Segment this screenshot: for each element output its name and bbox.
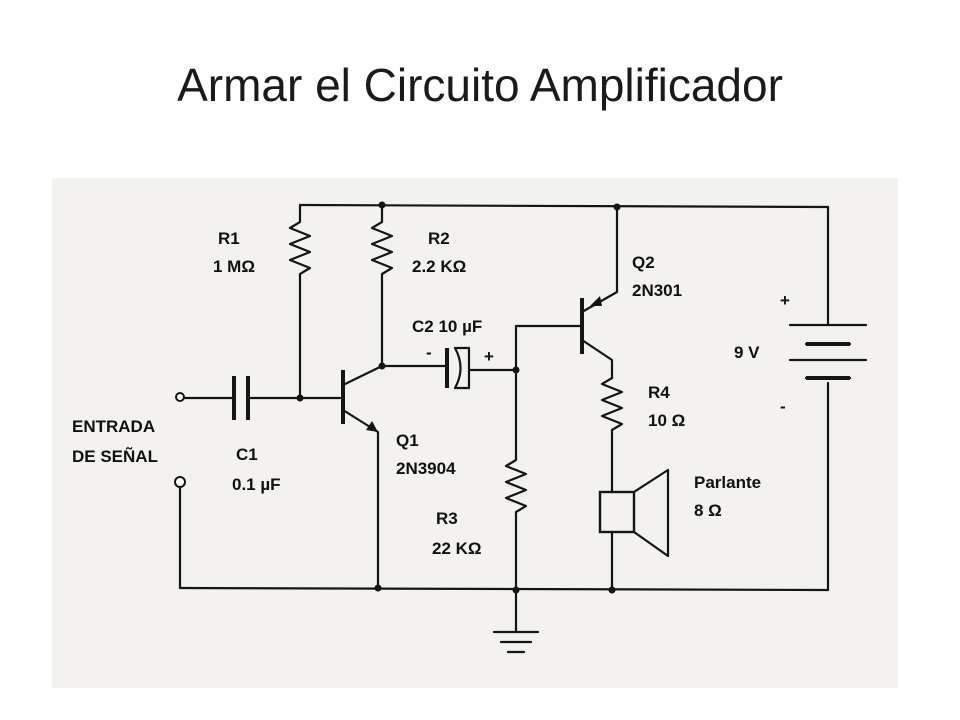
q1-collector-lead (341, 364, 384, 387)
q1-emitter-lead (341, 408, 380, 590)
r2-value: 2.2 KΩ (412, 257, 466, 276)
r4-resistor (600, 376, 624, 494)
r1-value: 1 MΩ (213, 257, 255, 276)
q2-part: 2N301 (632, 281, 682, 300)
r3-resistor (504, 338, 528, 592)
input-terminal-top (175, 392, 185, 402)
r4-label: R4 (648, 383, 670, 402)
speaker-value: 8 Ω (694, 501, 722, 520)
r3-value: 22 KΩ (432, 539, 482, 558)
r1-label: R1 (218, 229, 240, 248)
battery-icon (788, 323, 868, 380)
junction-q2-top (613, 203, 621, 211)
junction-q1-emitter-ground (374, 584, 382, 592)
q2-emitter-arrow (590, 296, 602, 306)
q1-label: Q1 (396, 431, 419, 450)
input-terminal-bottom (174, 476, 186, 488)
battery-cells (806, 342, 850, 380)
c1-capacitor (232, 376, 250, 420)
q2-emitter-lead (580, 205, 619, 314)
r2-resistor (370, 203, 394, 370)
battery-value: 9 V (734, 343, 760, 362)
circuit-scan-background (52, 178, 898, 688)
c2-plus-label: + (484, 347, 494, 366)
c2-minus-label: - (426, 343, 432, 362)
battery-plus-label: + (780, 291, 790, 310)
input-label-line1: ENTRADA (72, 417, 155, 436)
top-rail-wire (298, 203, 830, 209)
q2-label: Q2 (632, 253, 655, 272)
q1-emitter-arrow (366, 421, 378, 432)
q1-part: 2N3904 (396, 459, 456, 478)
ground-symbol (492, 588, 540, 654)
slide-title: Armar el Circuito Amplificador (177, 59, 783, 111)
r2-label: R2 (428, 229, 450, 248)
r3-label: R3 (436, 509, 458, 528)
c2-curved-plate (453, 346, 471, 390)
r4-value: 10 Ω (648, 411, 685, 430)
input-label-line2: DE SEÑAL (72, 446, 158, 466)
speaker-icon (598, 490, 636, 534)
q2-collector-lead (580, 338, 614, 380)
speaker-label: Parlante (694, 473, 761, 492)
c2-label: C2 10 µF (412, 317, 482, 336)
c1-value: 0.1 µF (232, 475, 281, 494)
battery-minus-label: - (780, 397, 786, 416)
speaker-cone (632, 468, 670, 558)
bottom-rail-wire (178, 586, 830, 592)
c1-label: C1 (236, 445, 258, 464)
junction-speaker-ground (608, 586, 616, 594)
q2-base-wire (514, 324, 582, 342)
r1-resistor (288, 203, 312, 400)
